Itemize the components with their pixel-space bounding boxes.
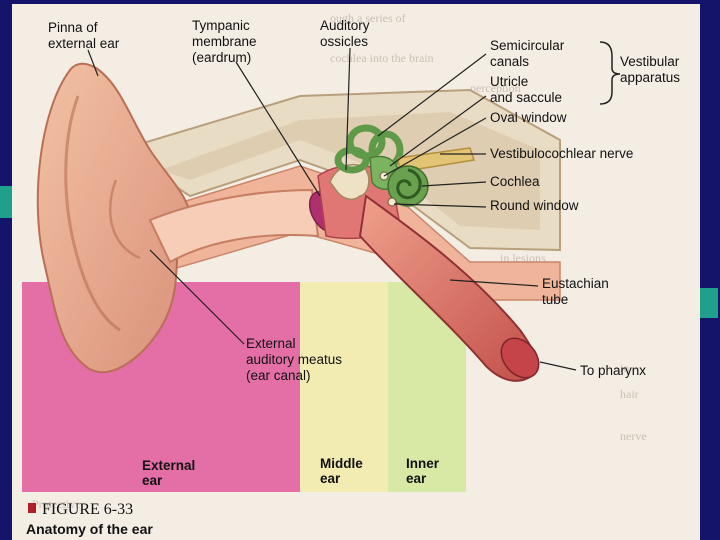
svg-text:nerve: nerve (620, 429, 647, 443)
svg-text:hair: hair (620, 387, 639, 401)
right-accent-bar (700, 288, 718, 318)
label-round-window: Round window (490, 198, 579, 213)
figure-number: FIGURE 6-33 (42, 501, 133, 518)
caption-marker (28, 503, 36, 513)
round-window-shape (388, 198, 396, 206)
label-oval-window: Oval window (490, 110, 567, 125)
label-cochlea: Cochlea (490, 174, 540, 189)
svg-text:cochlea into the brain: cochlea into the brain (330, 51, 434, 65)
label-to-pharynx: To pharynx (580, 363, 646, 378)
label-vestibulocochlear-nerve: Vestibulocochlear nerve (490, 146, 633, 161)
left-accent-bar (0, 186, 14, 218)
figure-title: Anatomy of the ear (26, 521, 153, 537)
